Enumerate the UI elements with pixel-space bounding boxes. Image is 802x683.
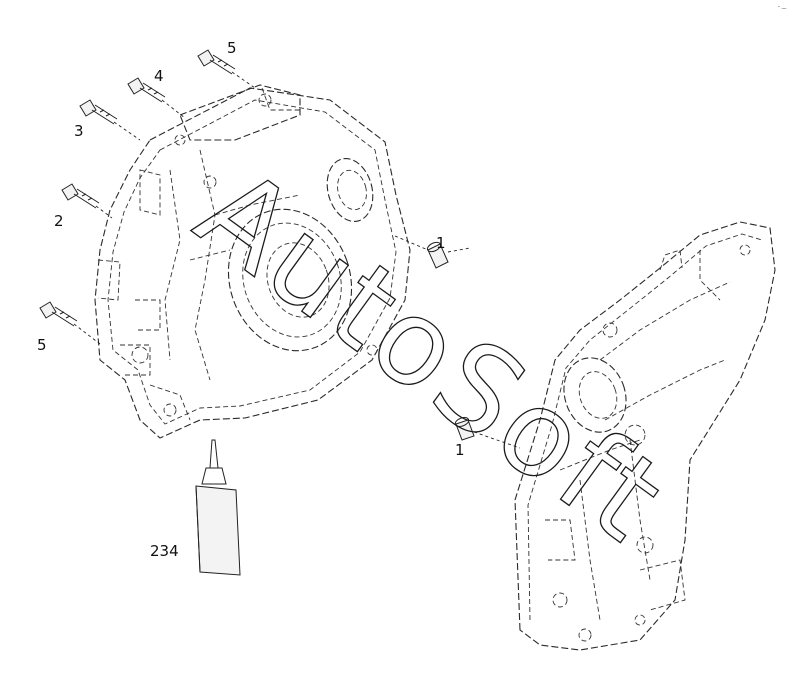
callout-bolt-second: 4: [154, 67, 164, 85]
callout-bolt-bottom: 5: [37, 336, 47, 354]
dowel-upper: [394, 235, 471, 269]
callout-dowel-upper: 1: [436, 234, 446, 252]
callout-bolt-top: 5: [227, 39, 237, 57]
sealant-tube: [195, 439, 241, 576]
bolt-top: [197, 49, 256, 89]
bolt-bottom: [39, 301, 101, 345]
dowel-lower: [454, 417, 521, 449]
bolt-second: [127, 77, 186, 119]
flywheel-housing: [94, 84, 411, 439]
bolt-third: [79, 99, 141, 141]
corner-mark: ″ —: [778, 6, 786, 12]
callout-bolt-left: 2: [54, 212, 64, 230]
watermark: AutoSoft: [174, 141, 691, 569]
callout-dowel-lower: 1: [455, 441, 465, 459]
bolt-left: [61, 183, 113, 219]
callout-sealant: 234: [150, 542, 179, 560]
callout-bolt-third: 3: [74, 122, 84, 140]
engine-block: [514, 221, 776, 651]
